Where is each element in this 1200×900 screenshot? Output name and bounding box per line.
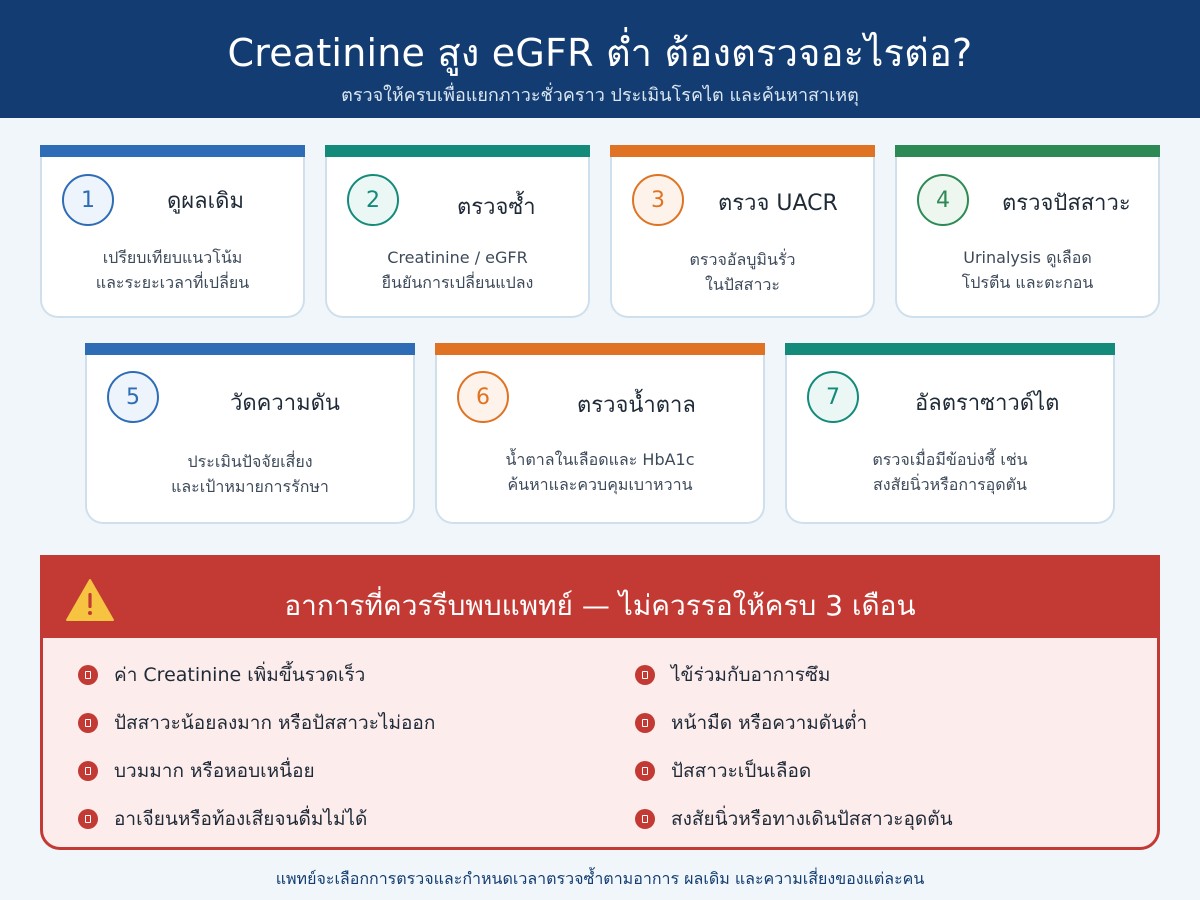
urgent-symptom-text: ค่า Creatinine เพิ่มขึ้นรวดเร็ว [114,664,366,686]
urgent-symptoms-title: อาการที่ควรรีบพบแพทย์ — ไม่ควรรอให้ครบ 3… [284,589,916,622]
step-number-badge: 7 [807,371,859,423]
step-description-line: สงสัยนิ่วหรือการอุดตัน [873,475,1027,494]
step-number-badge: 5 [107,371,159,423]
footer-note: แพทย์จะเลือกการตรวจและกำหนดเวลาตรวจซ้ำตา… [275,869,925,888]
urgent-symptom-item: อาเจียนหรือท้องเสียจนดื่มไม่ได้ [78,804,367,834]
step-card-accent-bar [325,145,590,157]
step-description-line: และเป้าหมายการรักษา [171,477,329,496]
urgent-symptom-item: สงสัยนิ่วหรือทางเดินปัสสาวะอุดตัน [635,804,953,834]
step-number-badge: 4 [917,174,969,226]
page-title: Creatinine สูง eGFR ต่ำ ต้องตรวจอะไรต่อ? [227,31,973,75]
step-card-accent-bar [895,145,1160,157]
step-card-7: 7 อัลตราซาวด์ไต ตรวจเมื่อมีข้อบ่งชี้ เช่… [785,343,1115,524]
urgent-symptom-text: สงสัยนิ่วหรือทางเดินปัสสาวะอุดตัน [671,808,953,830]
alert-bullet-icon [78,665,98,685]
step-description-line: น้ำตาลในเลือดและ HbA1c [505,450,695,469]
alert-bullet-icon [635,665,655,685]
step-card-3: 3 ตรวจ UACR ตรวจอัลบูมินรั่ว ในปัสสาวะ [610,145,875,318]
step-description-line: และระยะเวลาที่เปลี่ยน [95,273,250,292]
step-description-line: ค้นหาและควบคุมเบาหวาน [507,475,693,494]
urgent-symptom-item: ปัสสาวะเป็นเลือด [635,756,811,786]
step-card-4: 4 ตรวจปัสสาวะ Urinalysis ดูเลือด โปรตีน … [895,145,1160,318]
urgent-symptom-text: ปัสสาวะเป็นเลือด [671,760,812,782]
step-card-6: 6 ตรวจน้ำตาล น้ำตาลในเลือดและ HbA1c ค้นห… [435,343,765,524]
page-subtitle: ตรวจให้ครบเพื่อแยกภาวะชั่วคราว ประเมินโร… [341,85,859,106]
step-card-accent-bar [610,145,875,157]
step-title: ตรวจปัสสาวะ [1002,191,1131,216]
step-description-line: Urinalysis ดูเลือด [963,248,1092,267]
warning-triangle-icon [66,579,114,621]
step-card-accent-bar [40,145,305,157]
step-number-badge: 2 [347,174,399,226]
step-title: ตรวจ UACR [718,191,838,216]
urgent-symptom-text: ปัสสาวะน้อยลงมาก หรือปัสสาวะไม่ออก [114,712,436,734]
urgent-symptom-text: ไข้ร่วมกับอาการซึม [671,664,831,686]
step-card-accent-bar [435,343,765,355]
step-number-badge: 6 [457,371,509,423]
step-description-line: โปรตีน และตะกอน [961,273,1094,292]
step-title: ตรวจซ้ำ [457,195,536,220]
step-description-line: ในปัสสาวะ [705,275,780,294]
header-banner: Creatinine สูง eGFR ต่ำ ต้องตรวจอะไรต่อ?… [0,0,1200,118]
step-title: วัดความดัน [230,391,340,416]
urgent-symptoms-panel: อาการที่ควรรีบพบแพทย์ — ไม่ควรรอให้ครบ 3… [40,555,1160,850]
urgent-symptom-text: บวมมาก หรือหอบเหนื่อย [114,760,315,782]
alert-bullet-icon [78,713,98,733]
alert-bullet-icon [78,761,98,781]
step-card-accent-bar [85,343,415,355]
step-description-line: ตรวจอัลบูมินรั่ว [689,250,796,269]
alert-bullet-icon [635,713,655,733]
step-card-5: 5 วัดความดัน ประเมินปัจจัยเสี่ยง และเป้า… [85,343,415,524]
step-title: ดูผลเดิม [167,189,244,214]
urgent-symptom-item: บวมมาก หรือหอบเหนื่อย [78,756,315,786]
step-description-line: เปรียบเทียบแนวโน้ม [102,248,243,267]
step-description: เปรียบเทียบแนวโน้ม และระยะเวลาที่เปลี่ยน [42,245,303,295]
urgent-symptoms-header: อาการที่ควรรีบพบแพทย์ — ไม่ควรรอให้ครบ 3… [43,558,1157,638]
alert-bullet-icon [635,761,655,781]
urgent-symptom-text: อาเจียนหรือท้องเสียจนดื่มไม่ได้ [114,808,368,830]
step-title: ตรวจน้ำตาล [577,393,696,418]
urgent-symptom-item: ปัสสาวะน้อยลงมาก หรือปัสสาวะไม่ออก [78,708,435,738]
step-card-2: 2 ตรวจซ้ำ Creatinine / eGFR ยืนยันการเปล… [325,145,590,318]
step-description: น้ำตาลในเลือดและ HbA1c ค้นหาและควบคุมเบา… [437,447,763,497]
urgent-symptom-item: ค่า Creatinine เพิ่มขึ้นรวดเร็ว [78,660,365,690]
urgent-symptom-item: หน้ามืด หรือความดันต่ำ [635,708,867,738]
step-description-line: ประเมินปัจจัยเสี่ยง [187,452,313,471]
step-description: ประเมินปัจจัยเสี่ยง และเป้าหมายการรักษา [87,449,413,499]
step-description: Urinalysis ดูเลือด โปรตีน และตะกอน [897,245,1158,295]
step-description: Creatinine / eGFR ยืนยันการเปลี่ยนแปลง [327,245,588,295]
step-description: ตรวจเมื่อมีข้อบ่งชี้ เช่น สงสัยนิ่วหรือก… [787,447,1113,497]
step-number-badge: 1 [62,174,114,226]
step-card-accent-bar [785,343,1115,355]
step-card-1: 1 ดูผลเดิม เปรียบเทียบแนวโน้ม และระยะเวล… [40,145,305,318]
alert-bullet-icon [635,809,655,829]
urgent-symptom-item: ไข้ร่วมกับอาการซึม [635,660,830,690]
step-description-line: ยืนยันการเปลี่ยนแปลง [381,273,534,292]
step-title: อัลตราซาวด์ไต [915,391,1060,416]
step-description-line: Creatinine / eGFR [387,248,528,267]
alert-bullet-icon [78,809,98,829]
urgent-symptom-text: หน้ามืด หรือความดันต่ำ [671,712,868,734]
step-number-badge: 3 [632,174,684,226]
step-description-line: ตรวจเมื่อมีข้อบ่งชี้ เช่น [872,450,1028,469]
step-description: ตรวจอัลบูมินรั่ว ในปัสสาวะ [612,247,873,297]
